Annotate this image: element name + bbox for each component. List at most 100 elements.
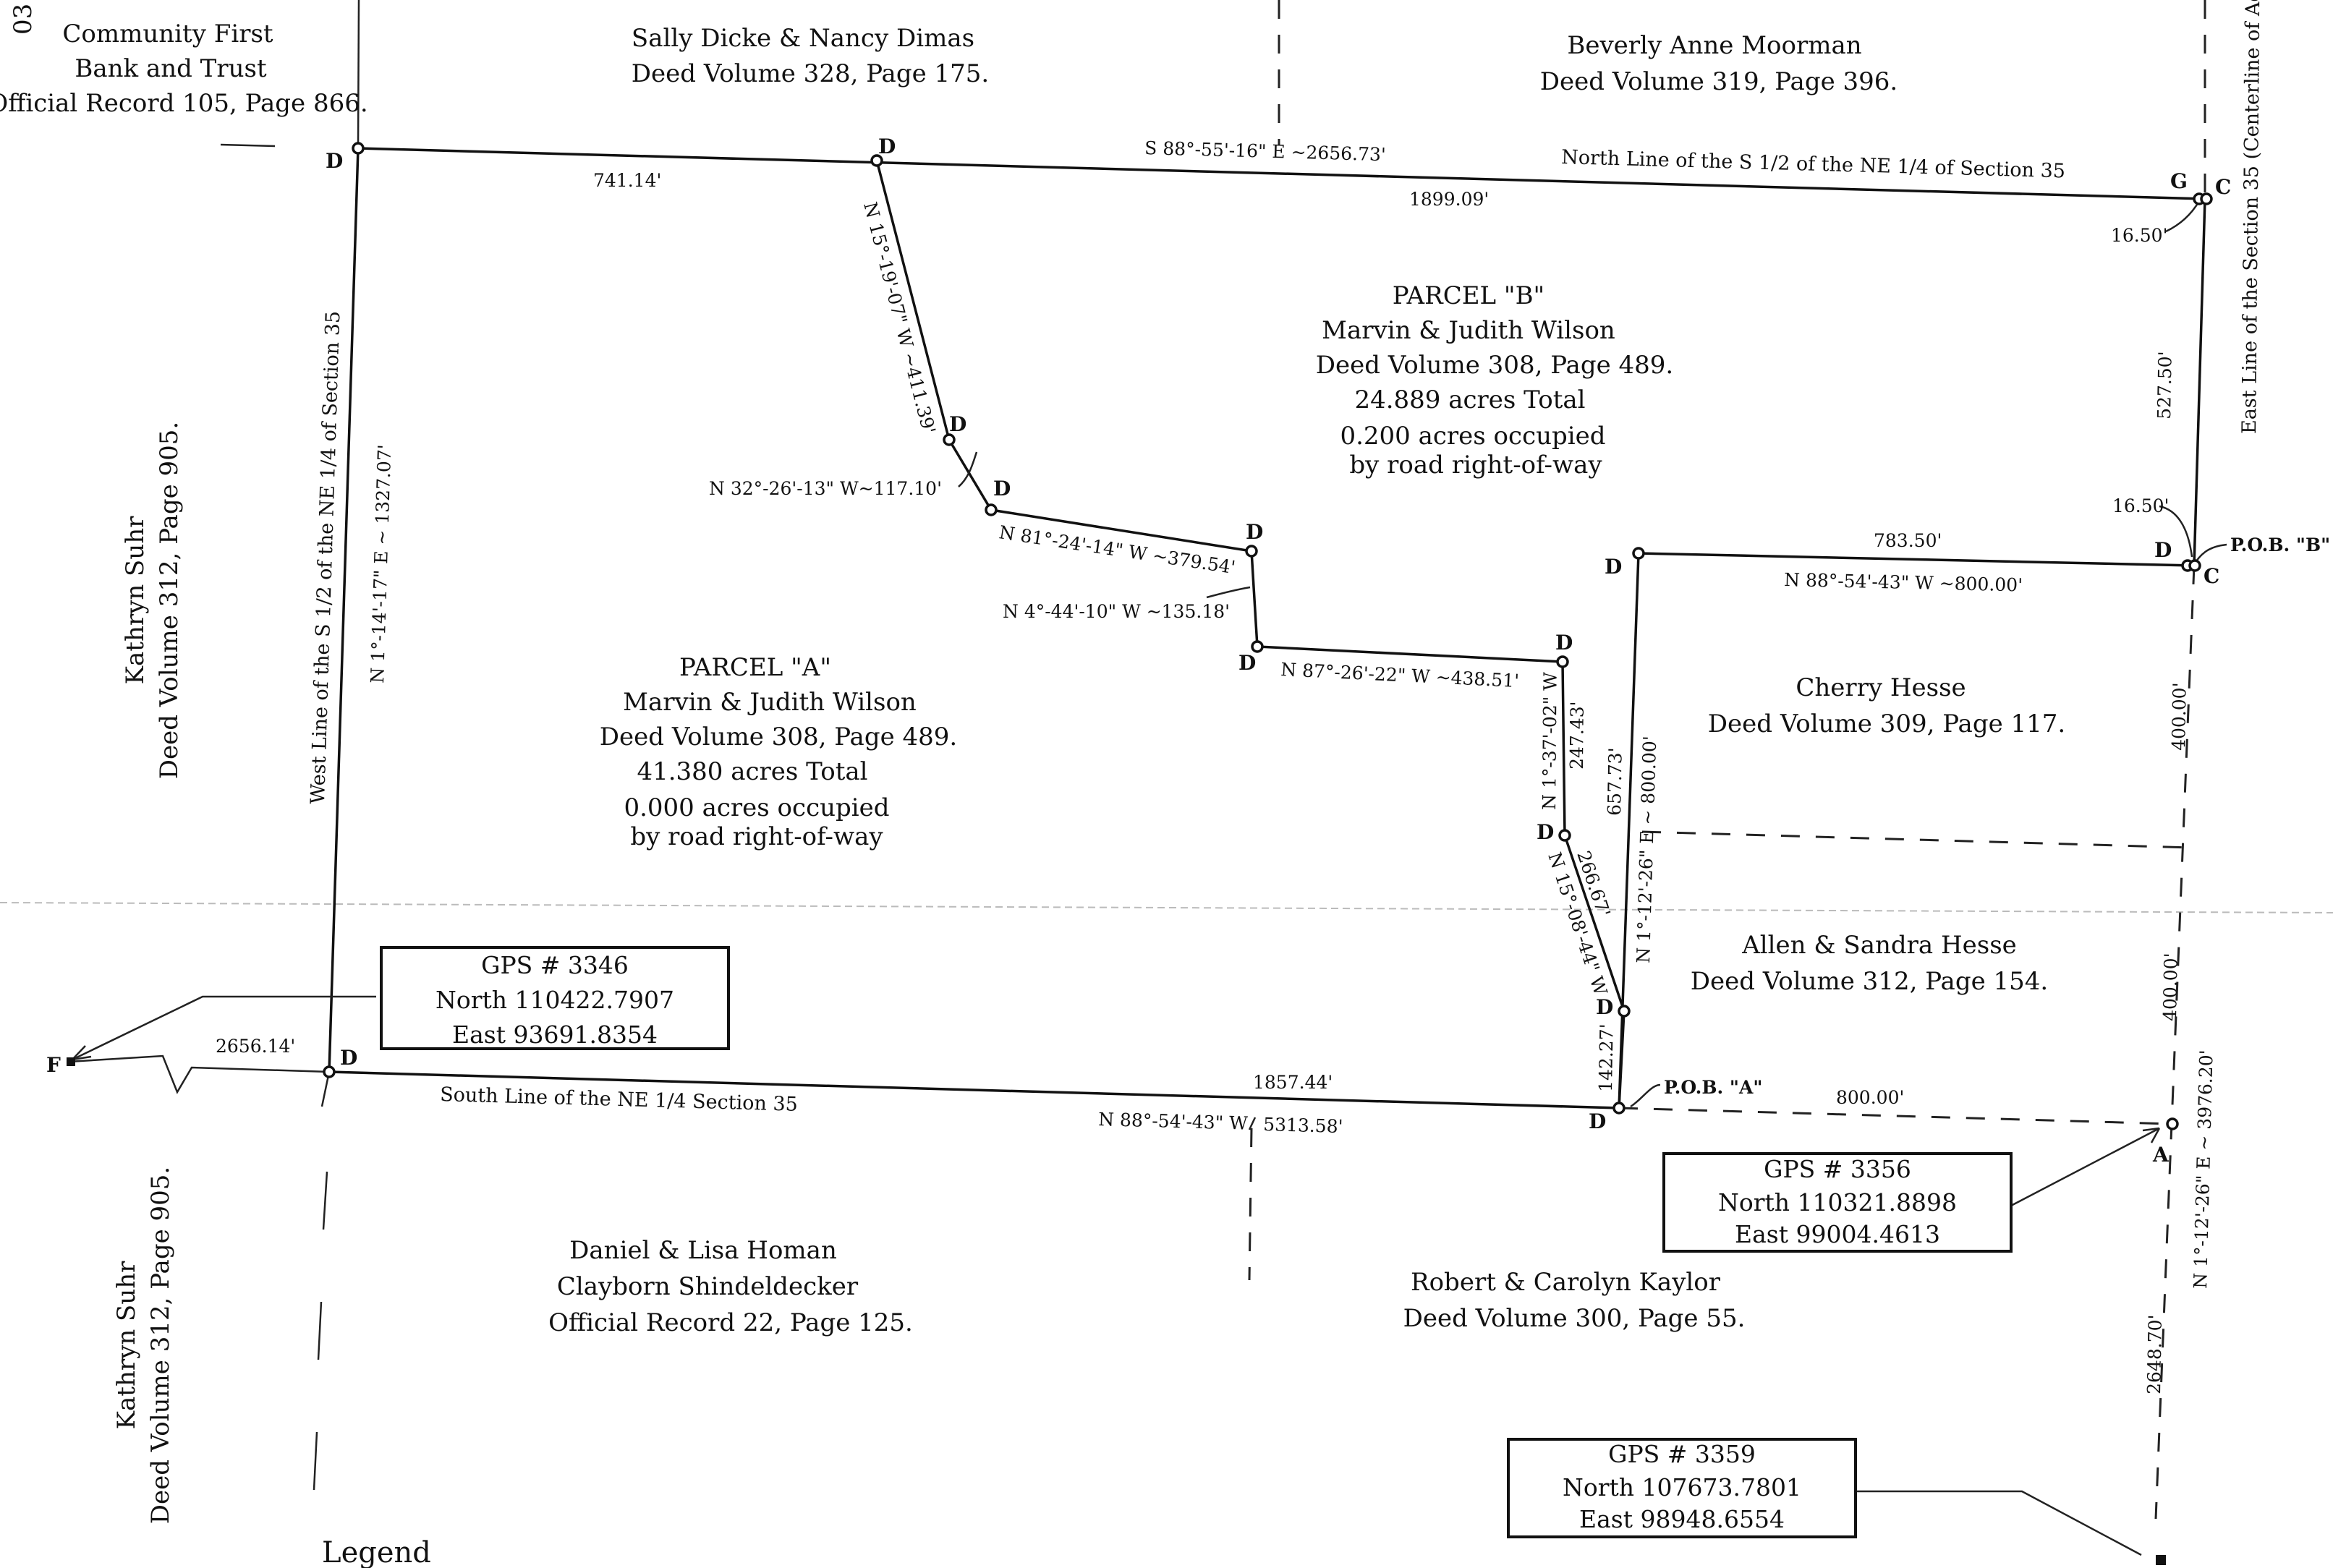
dist-1899: 1899.09' [1409, 189, 1489, 210]
owner-moorman-2: Deed Volume 319, Page 396. [1540, 67, 1898, 96]
dist-783: 783.50' [1874, 530, 1942, 551]
owner-homan-1: Daniel & Lisa Homan [569, 1236, 837, 1265]
point-d-7: D [1537, 820, 1554, 844]
bearing-south-total: 5313.58' [1263, 1114, 1343, 1137]
legend-title: Legend [322, 1536, 431, 1568]
gps-box-3346: GPS # 3346 North 110422.7907 East 93691.… [380, 946, 730, 1050]
dist-247: 247.43' [1566, 701, 1588, 770]
parcel-a-title: PARCEL "A" [679, 653, 831, 682]
bearing-west-line: N 1°-14'-17" E ~ 1327.07' [367, 444, 395, 683]
owner-kaylor-2: Deed Volume 300, Page 55. [1403, 1304, 1746, 1333]
point-d-2: D [949, 412, 966, 436]
owner-kaylor-1: Robert & Carolyn Kaylor [1411, 1268, 1721, 1297]
survey-monuments [67, 142, 2213, 1565]
parcel-b-deed: Deed Volume 308, Page 489. [1316, 351, 1673, 380]
bearing-east-line: N 1°-12'-26" E ~ 3976.20' [2190, 1049, 2217, 1289]
dist-400-a: 400.00' [2168, 682, 2190, 751]
owner-allen-hesse-2: Deed Volume 312, Page 154. [1691, 967, 2048, 996]
east-line-label: East Line of the Section 35 (Centerline … [2238, 0, 2265, 434]
owner-suhr-south-1: Kathryn Suhr [112, 1261, 141, 1429]
dist-16-50-a: 16.50' [2111, 225, 2167, 246]
bearing-course-2: N 32°-26'-13" W~117.10' [709, 478, 942, 499]
pob-a-label: P.O.B. "A" [1664, 1077, 1762, 1098]
bearing-course-5: N 87°-26'-22" W ~438.51' [1280, 659, 1520, 691]
parcel-b-title: PARCEL "B" [1393, 281, 1544, 310]
dist-142: 142.27' [1595, 1023, 1618, 1092]
leader-arrows [72, 200, 2227, 1556]
gps-box-3359: GPS # 3359 North 107673.7801 East 98948.… [1507, 1438, 1857, 1538]
gps-3359-id: GPS # 3359 [1608, 1440, 1756, 1468]
south-line-label: South Line of the NE 1/4 Section 35 [440, 1083, 798, 1116]
gps-3346-north: North 110422.7907 [435, 986, 674, 1014]
owner-cherry-hesse-2: Deed Volume 309, Page 117. [1708, 710, 2065, 738]
bearing-north-line: S 88°-55'-16" E ~2656.73' [1144, 137, 1386, 165]
point-d-pob-b: D [2154, 538, 2172, 562]
point-f: F [46, 1053, 61, 1077]
bearing-parcel-line: N 1°-12'-26" E ~ 800.00' [1633, 736, 1660, 963]
point-d-parcel-b-sw: D [1605, 555, 1622, 579]
dist-2656: 2656.14' [216, 1036, 295, 1057]
bearing-course-4: N 4°-44'-10" W ~135.18' [1003, 601, 1230, 622]
dist-2648: 2648.70' [2143, 1314, 2166, 1394]
point-a: A [2152, 1143, 2170, 1167]
owner-cherry-hesse-1: Cherry Hesse [1796, 673, 1966, 702]
parcel-b-row-1: 0.200 acres occupied [1340, 422, 1605, 451]
parcel-a-acres: 41.380 acres Total [637, 757, 867, 786]
gps-3346-east: East 93691.8354 [452, 1021, 658, 1049]
dist-800: 800.00' [1836, 1087, 1904, 1108]
parcel-a-owner: Marvin & Judith Wilson [623, 688, 917, 717]
owner-suhr-south-2: Deed Volume 312, Page 905. [146, 1167, 175, 1524]
owner-community-first-3: Official Record 105, Page 866. [0, 89, 368, 118]
boundary-lines [68, 0, 2206, 1520]
dist-1857: 1857.44' [1253, 1072, 1333, 1093]
point-d-1: D [878, 135, 896, 158]
owner-moorman-1: Beverly Anne Moorman [1567, 31, 1861, 60]
point-d-pob-a: D [1589, 1109, 1606, 1133]
dist-657: 657.73' [1604, 747, 1626, 816]
dist-741: 741.14' [593, 170, 661, 191]
parcel-b-row-2: by road right-of-way [1349, 451, 1602, 480]
point-c-east: C [2204, 564, 2219, 588]
gps-3356-north: North 110321.8898 [1718, 1188, 1957, 1217]
dist-400-b: 400.00' [2159, 953, 2182, 1021]
owner-community-first-2: Bank and Trust [75, 54, 267, 83]
dist-527: 527.50' [2154, 351, 2176, 419]
bearing-course-1: N 15°-19'-07" W ~411.39' [859, 200, 940, 436]
corner-fragment: 03 [9, 4, 38, 35]
pob-b-label: P.O.B. "B" [2230, 534, 2330, 555]
point-c-ne: C [2215, 175, 2231, 199]
owner-homan-3: Official Record 22, Page 125. [548, 1308, 913, 1337]
parcel-a-row-2: by road right-of-way [630, 822, 883, 851]
dist-16-50-b: 16.50' [2112, 495, 2169, 516]
parcel-b-acres: 24.889 acres Total [1354, 385, 1585, 414]
point-d-nw: D [326, 149, 343, 173]
owner-suhr-north-2: Deed Volume 312, Page 905. [155, 422, 184, 779]
bearing-course-6: N 1°-37'-02" W [1539, 672, 1561, 810]
owner-suhr-north-1: Kathryn Suhr [121, 516, 150, 684]
gps-3359-east: East 98948.6554 [1579, 1505, 1785, 1533]
north-line-label: North Line of the S 1/2 of the NE 1/4 of… [1561, 146, 2066, 182]
bearing-tilde-mark [1248, 1117, 1257, 1130]
owner-community-first-1: Community First [62, 20, 273, 48]
point-d-8: D [1596, 995, 1613, 1019]
parcel-a-row-1: 0.000 acres occupied [624, 793, 889, 822]
owner-dicke-dimas-2: Deed Volume 328, Page 175. [632, 59, 989, 88]
parcel-b-owner: Marvin & Judith Wilson [1322, 316, 1615, 345]
gps-3346-id: GPS # 3346 [481, 951, 629, 979]
bearing-parcel-b-south: N 88°-54'-43" W ~800.00' [1784, 569, 2023, 595]
owner-allen-hesse-1: Allen & Sandra Hesse [1741, 931, 2017, 960]
point-d-3: D [993, 477, 1011, 500]
point-g: G [2170, 169, 2188, 193]
page-fold-line [0, 902, 2333, 913]
gps-3356-east: East 99004.4613 [1735, 1220, 1940, 1248]
gps-box-3356: GPS # 3356 North 110321.8898 East 99004.… [1662, 1152, 2013, 1253]
point-d-sw: D [340, 1046, 357, 1070]
parcel-a-deed: Deed Volume 308, Page 489. [600, 723, 957, 751]
point-d-4: D [1246, 520, 1263, 544]
owner-homan-2: Clayborn Shindeldecker [557, 1272, 859, 1301]
owner-dicke-dimas-1: Sally Dicke & Nancy Dimas [632, 24, 974, 53]
gps-3359-north: North 107673.7801 [1563, 1473, 1801, 1501]
bearing-south-line: N 88°-54'-43" W [1098, 1109, 1249, 1134]
point-d-6: D [1555, 631, 1573, 655]
